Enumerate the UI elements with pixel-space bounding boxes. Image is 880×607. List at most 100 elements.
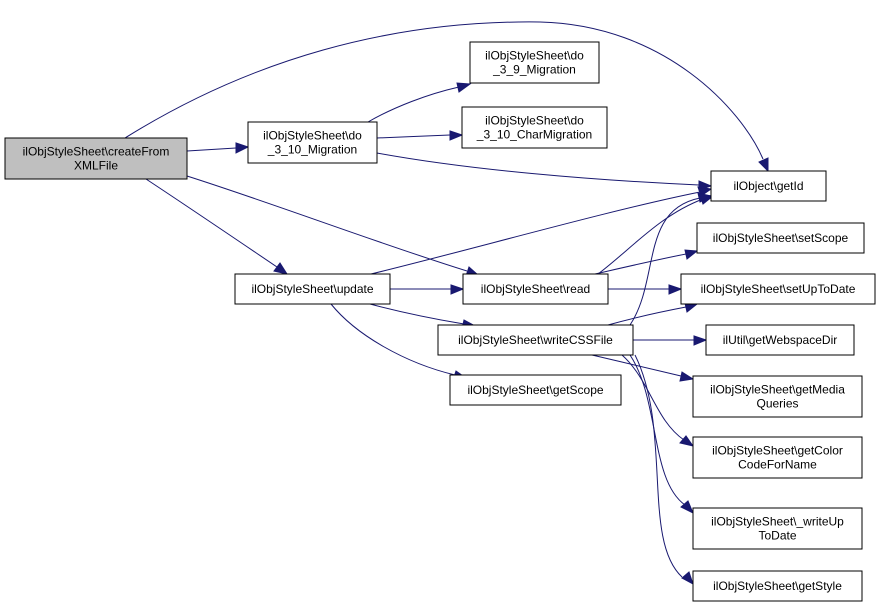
edge-line	[607, 306, 687, 326]
edge-createFromXMLFile-to-read	[186, 175, 480, 277]
edge-line	[629, 197, 701, 326]
node-label-line: ilObjStyleSheet\setScope	[713, 231, 849, 245]
edges-layer	[124, 21, 769, 586]
node-label-line: ilObjStyleSheet\do	[485, 49, 584, 63]
node-label-line: ilObjStyleSheet\_writeUp	[711, 515, 844, 529]
node-box[interactable]	[692, 375, 863, 418]
edge-read-to-setUpToDate	[608, 284, 683, 295]
edge-writeCSSFile-to-getStyle	[634, 354, 694, 586]
node-label-line: XMLFile	[74, 159, 118, 173]
edge-writeCSSFile-to-setUpToDate	[607, 302, 699, 326]
node-do_3_10_Migration[interactable]: ilObjStyleSheet\do_3_10_Migration	[247, 121, 378, 164]
node-box[interactable]	[696, 222, 865, 254]
edge-line	[330, 303, 456, 376]
arrow-head-icon	[668, 284, 683, 295]
edge-line	[621, 354, 685, 441]
node-box[interactable]	[462, 273, 609, 305]
edge-writeCSSFile-to-_writeUpToDate	[629, 354, 694, 515]
node-box[interactable]	[710, 170, 827, 202]
node-box[interactable]	[437, 324, 634, 356]
node-box[interactable]	[692, 507, 863, 550]
node-label-line: ilObjStyleSheet\do	[263, 129, 362, 143]
edge-line	[369, 303, 465, 325]
node-box[interactable]	[692, 570, 863, 602]
edge-read-to-setScope	[594, 249, 699, 275]
node-getId[interactable]: ilObject\getId	[710, 170, 827, 202]
edge-do_3_10_Migration-to-getId	[376, 152, 713, 191]
node-writeCSSFile[interactable]: ilObjStyleSheet\writeCSSFile	[437, 324, 634, 356]
arrow-head-icon	[679, 371, 695, 382]
edge-createFromXMLFile-to-update	[145, 178, 289, 275]
edge-writeCSSFile-to-getMediaQueries	[591, 354, 695, 382]
node-box[interactable]	[692, 436, 863, 479]
node-label-line: CodeForName	[738, 458, 817, 472]
edge-line	[591, 354, 682, 377]
arrow-head-icon	[680, 500, 694, 515]
edge-writeCSSFile-to-getId	[629, 192, 713, 326]
node-setScope[interactable]: ilObjStyleSheet\setScope	[696, 222, 865, 254]
node-label-line: ilObjStyleSheet\getScope	[467, 383, 603, 397]
node-label-line: _3_9_Migration	[492, 63, 576, 77]
edge-line	[145, 178, 278, 268]
arrow-head-icon	[697, 192, 713, 203]
node-label-line: ilObjStyleSheet\getStyle	[713, 579, 842, 593]
node-do_3_10_CharMigration[interactable]: ilObjStyleSheet\do_3_10_CharMigration	[461, 106, 608, 149]
edge-line	[376, 134, 451, 139]
node-getScope[interactable]: ilObjStyleSheet\getScope	[449, 374, 622, 406]
node-label-line: ilObjStyleSheet\getColor	[712, 444, 843, 458]
edge-writeCSSFile-to-getWebspaceDir	[633, 335, 708, 346]
edge-line	[376, 152, 700, 186]
edge-line	[629, 354, 686, 506]
node-box[interactable]	[461, 106, 608, 149]
edge-writeCSSFile-to-getColorCodeForName	[621, 354, 695, 447]
arrow-head-icon	[684, 249, 699, 260]
edge-createFromXMLFile-to-getId	[124, 21, 769, 173]
node-box[interactable]	[247, 121, 378, 164]
node-box[interactable]	[4, 137, 188, 180]
edge-line	[186, 147, 237, 152]
edge-line	[634, 354, 683, 578]
edge-read-to-getId	[597, 194, 715, 275]
node-label-line: ilObject\getId	[733, 179, 803, 193]
edge-line	[124, 21, 764, 160]
node-label-line: ilObjStyleSheet\read	[481, 282, 590, 296]
arrow-head-icon	[693, 335, 708, 346]
node-label-line: ilObjStyleSheet\createFrom	[23, 145, 170, 159]
node-box[interactable]	[680, 273, 876, 305]
edge-do_3_10_Migration-to-do_3_10_CharMigration	[376, 130, 464, 141]
edge-createFromXMLFile-to-do_3_10_Migration	[186, 142, 250, 154]
node-setUpToDate[interactable]: ilObjStyleSheet\setUpToDate	[680, 273, 876, 305]
nodes-layer: ilObjStyleSheet\createFromXMLFileilObjSt…	[4, 41, 876, 602]
node-box[interactable]	[234, 273, 391, 305]
node-box[interactable]	[705, 324, 855, 356]
node-getWebspaceDir[interactable]: ilUtil\getWebspaceDir	[705, 324, 855, 356]
arrow-head-icon	[681, 571, 694, 586]
node-getStyle[interactable]: ilObjStyleSheet\getStyle	[692, 570, 863, 602]
node-label-line: _3_10_CharMigration	[476, 128, 592, 142]
node-label-line: _3_10_Migration	[267, 143, 357, 157]
node-update[interactable]: ilObjStyleSheet\update	[234, 273, 391, 305]
node-label-line: ilUtil\getWebspaceDir	[723, 333, 838, 347]
arrow-head-icon	[449, 130, 464, 141]
node-box[interactable]	[469, 41, 600, 84]
edge-update-to-read	[390, 284, 465, 295]
node-label-line: ilObjStyleSheet\update	[251, 282, 373, 296]
arrow-head-icon	[273, 262, 289, 275]
node-read[interactable]: ilObjStyleSheet\read	[462, 273, 609, 305]
node-box[interactable]	[449, 374, 622, 406]
edge-line	[367, 86, 460, 123]
node-label-line: ilObjStyleSheet\writeCSSFile	[458, 333, 613, 347]
arrow-head-icon	[456, 82, 472, 93]
edge-line	[370, 191, 701, 275]
edge-do_3_10_Migration-to-do_3_9_Migration	[367, 82, 472, 123]
edge-line	[594, 253, 687, 275]
node-label-line: ToDate	[758, 529, 796, 543]
node-do_3_9_Migration[interactable]: ilObjStyleSheet\do_3_9_Migration	[469, 41, 600, 84]
node-label-line: ilObjStyleSheet\do	[485, 114, 584, 128]
node-label-line: ilObjStyleSheet\setUpToDate	[701, 282, 856, 296]
edge-line	[186, 175, 468, 272]
